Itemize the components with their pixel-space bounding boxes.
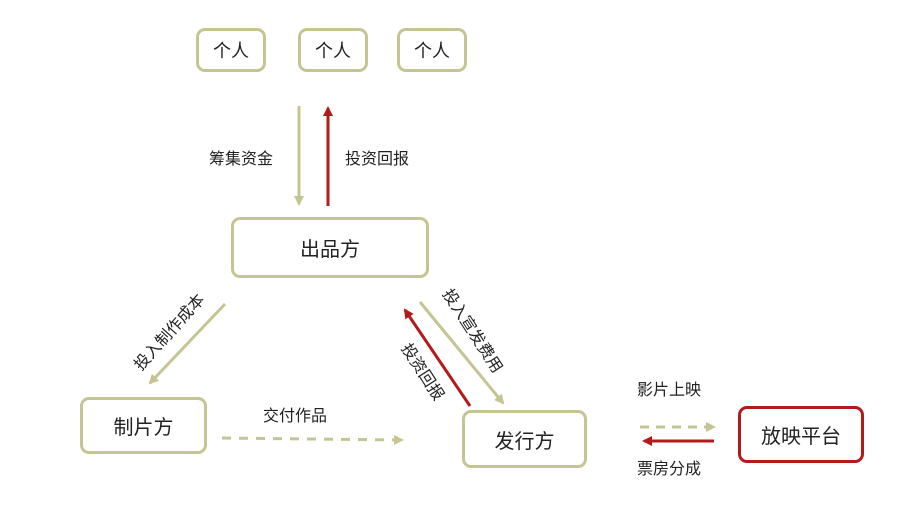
investment-return-top-label: 投资回报 [345,149,410,168]
raise-funds-label: 筹集资金 [209,149,274,168]
deliver-work-arrow [221,434,404,445]
person-node-1: 个人 [196,28,266,72]
distributor-node: 发行方 [462,410,587,468]
deliver-work-label: 交付作品 [263,406,328,425]
person-node-3: 个人 [397,28,467,72]
investment-return-right-arrow [403,308,472,407]
invest-marketing-arrow [418,301,505,405]
invest-production-cost-arrow [148,302,227,385]
release-label: 影片上映 [637,380,702,399]
box-office-split-label: 票房分成 [637,459,702,478]
producer-node: 出品方 [231,217,429,278]
person-node-2: 个人 [298,28,368,72]
production-node: 制片方 [80,397,207,454]
platform-node: 放映平台 [738,406,864,463]
